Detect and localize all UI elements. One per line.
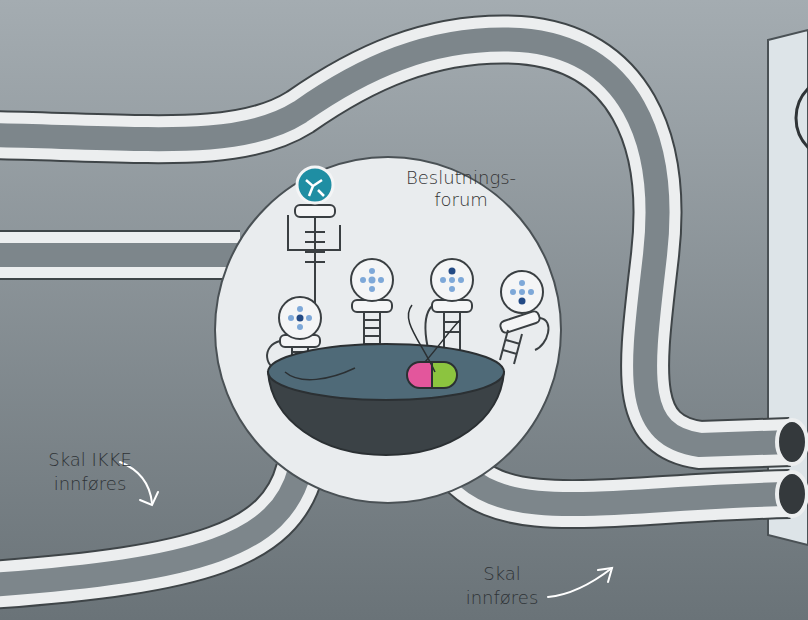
node-heading: Beslutnings- forum (399, 167, 523, 211)
robots (267, 167, 548, 372)
forum-circle: Beslutnings- forum (213, 155, 563, 505)
side-panel (768, 30, 808, 545)
wires (285, 305, 460, 380)
pill-half (407, 362, 432, 388)
circle-outline (215, 157, 561, 503)
pipe-end (777, 420, 807, 464)
bowl (268, 372, 504, 455)
panel-symbol (796, 76, 808, 160)
annotation-label: Skal IKKE innføres (40, 448, 140, 496)
bowl-rim (268, 344, 504, 400)
robot-heads (279, 259, 543, 339)
pipe-end (777, 472, 807, 516)
node-outline (213, 155, 563, 505)
pipes (0, 40, 790, 585)
pill-half (432, 362, 457, 388)
annotation-arrows (120, 462, 612, 597)
annotation-label: Skal innføres (458, 562, 546, 610)
